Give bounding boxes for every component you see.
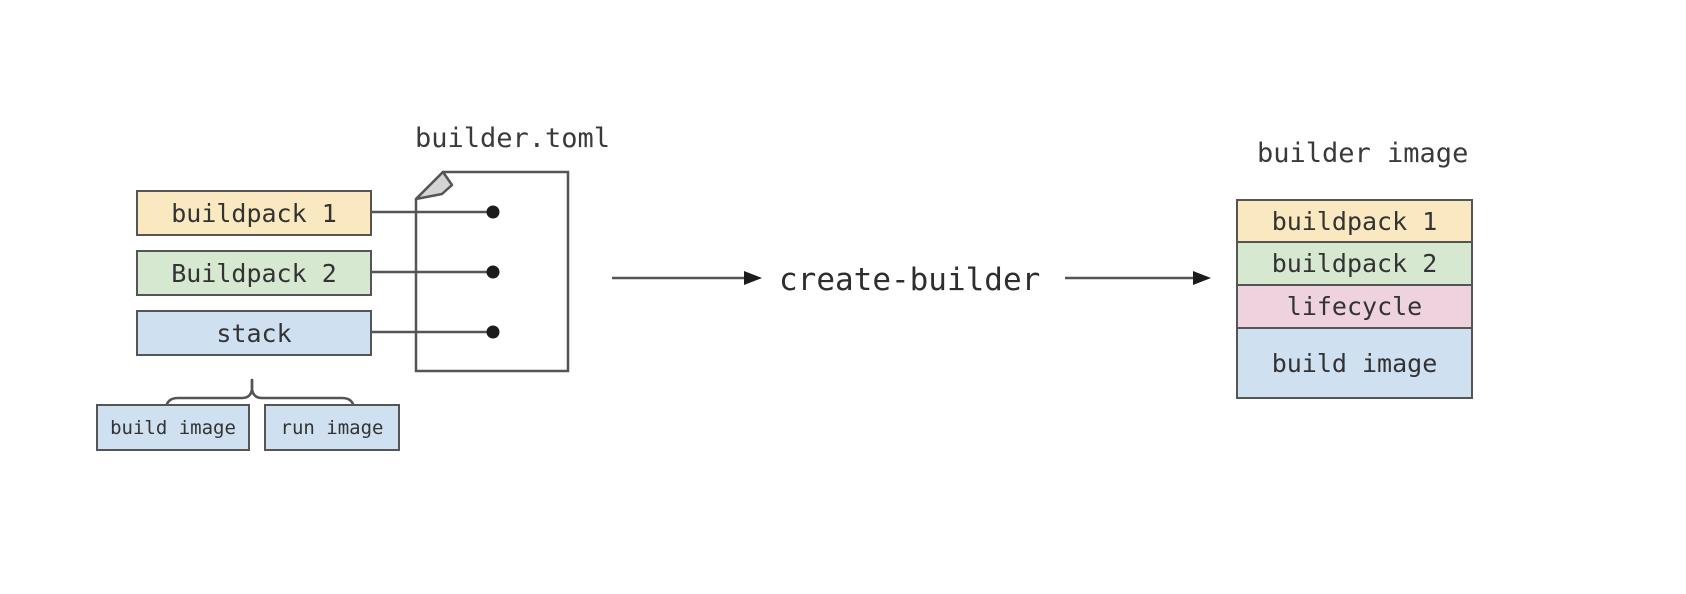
input-buildpack-2[interactable]: Buildpack 2 <box>136 250 372 296</box>
builder-layer-lifecycle[interactable]: lifecycle <box>1236 284 1473 327</box>
builder-layer-buildpack-1-label: buildpack 1 <box>1271 206 1438 236</box>
document-fold-icon <box>414 170 454 201</box>
input-buildpack-2-label: Buildpack 2 <box>171 258 337 288</box>
stack-child-run-image-label: run image <box>280 416 384 439</box>
input-stack[interactable]: stack <box>136 310 372 356</box>
arrow-to-command <box>612 271 762 285</box>
builder-layer-build-image-label: build image <box>1271 348 1438 378</box>
dot-target-buildpack-1 <box>486 205 500 219</box>
stack-child-build-image-label: build image <box>110 416 236 439</box>
input-buildpack-1[interactable]: buildpack 1 <box>136 190 372 236</box>
input-stack-label: stack <box>216 318 292 348</box>
dot-target-stack <box>486 325 500 339</box>
builder-toml-title: builder.toml <box>415 123 611 154</box>
connector-lines <box>349 210 493 334</box>
builder-layer-buildpack-1[interactable]: buildpack 1 <box>1236 199 1473 241</box>
builder-image-title: builder image <box>1257 138 1469 169</box>
builder-layer-lifecycle-label: lifecycle <box>1286 292 1423 321</box>
builder-layer-build-image[interactable]: build image <box>1236 327 1473 399</box>
stack-child-build-image[interactable]: build image <box>96 404 250 451</box>
builder-layer-buildpack-2[interactable]: buildpack 2 <box>1236 241 1473 284</box>
dot-target-buildpack-2 <box>486 265 500 279</box>
create-builder-command-label: create-builder <box>779 262 1041 298</box>
input-buildpack-1-label: buildpack 1 <box>171 198 337 228</box>
arrow-to-builder-image <box>1065 271 1211 285</box>
builder-layer-buildpack-2-label: buildpack 2 <box>1271 249 1438 278</box>
stack-child-run-image[interactable]: run image <box>264 404 400 451</box>
